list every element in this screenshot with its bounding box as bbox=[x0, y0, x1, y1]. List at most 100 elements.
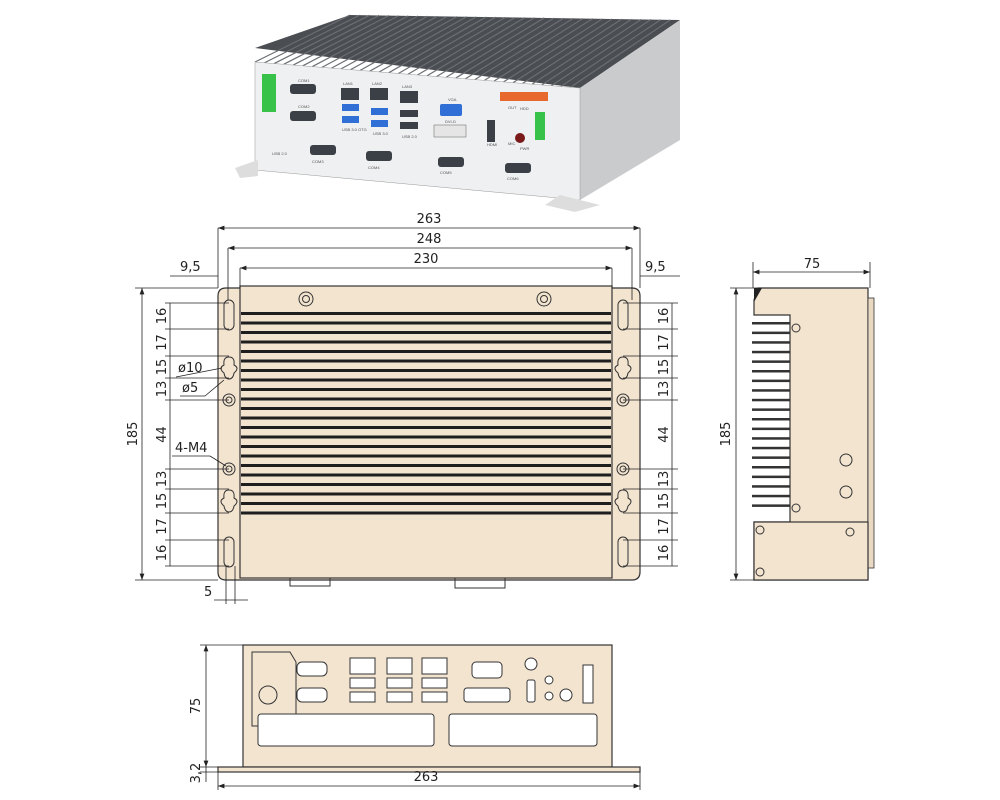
side-fin bbox=[752, 350, 790, 354]
fin bbox=[331, 15, 428, 69]
dim-hole-spacing: 16 bbox=[657, 545, 672, 562]
port-label: USB 3.0 bbox=[373, 131, 389, 136]
keyhole bbox=[614, 356, 632, 380]
side-fins bbox=[752, 322, 790, 507]
fin bbox=[241, 359, 611, 363]
side-fin bbox=[752, 446, 790, 450]
fin bbox=[241, 483, 611, 486]
lan2-port bbox=[370, 88, 388, 100]
side-fin bbox=[752, 494, 790, 498]
fin bbox=[241, 378, 611, 382]
fin bbox=[283, 14, 380, 65]
fin bbox=[512, 18, 613, 84]
side-fin bbox=[752, 408, 790, 411]
fin bbox=[241, 426, 611, 429]
fin bbox=[321, 15, 419, 68]
port-label: HDMI bbox=[487, 142, 497, 147]
dim-hole-spacing: 16 bbox=[155, 308, 170, 325]
vga-port bbox=[440, 104, 462, 116]
fin bbox=[464, 17, 564, 80]
usb-port bbox=[386, 691, 413, 703]
side-fin bbox=[752, 466, 790, 469]
lan3-port bbox=[421, 657, 448, 675]
port-label: USB 2.0 bbox=[402, 134, 418, 139]
fin bbox=[560, 19, 661, 87]
side-fin bbox=[752, 322, 790, 325]
dim-width-body: 230 bbox=[414, 252, 439, 267]
fin bbox=[241, 454, 611, 458]
connector-edge bbox=[289, 577, 331, 587]
port-label: USB 3.0 OTG bbox=[342, 127, 367, 132]
dim-hole-spacing: 13 bbox=[657, 471, 672, 488]
fin bbox=[503, 18, 603, 83]
expansion-cover-left bbox=[257, 713, 435, 747]
mount-slot bbox=[617, 299, 629, 331]
side-fin bbox=[752, 360, 790, 363]
dim-hole-spacing: 17 bbox=[657, 334, 672, 351]
chassis-body bbox=[239, 285, 613, 579]
fin bbox=[570, 19, 671, 88]
usb-port bbox=[349, 677, 376, 689]
usb3-port bbox=[342, 104, 359, 111]
fin bbox=[241, 416, 611, 420]
fin bbox=[350, 15, 448, 71]
port-label: LAN2 bbox=[372, 81, 383, 86]
dim-hole-spacing: 13 bbox=[155, 471, 170, 488]
fin bbox=[254, 14, 351, 63]
mount-flange-right bbox=[545, 195, 600, 212]
dim-front-width: 263 bbox=[414, 770, 439, 785]
fin bbox=[241, 321, 611, 325]
audio-out-jack bbox=[544, 675, 554, 685]
fin bbox=[302, 15, 399, 67]
dim-depth: 75 bbox=[804, 257, 821, 272]
fin bbox=[312, 15, 409, 68]
dim-hole-spacing: 44 bbox=[657, 426, 672, 443]
dim-hole-spacing: 13 bbox=[657, 381, 672, 398]
usb-port bbox=[349, 691, 376, 703]
com4-port bbox=[366, 151, 392, 161]
power-button bbox=[515, 133, 525, 143]
fin bbox=[241, 473, 611, 477]
usb2-port bbox=[400, 110, 418, 117]
side-fin bbox=[752, 418, 790, 421]
dim-hole-spacing: 44 bbox=[155, 426, 170, 443]
dim-hole-spacing: 15 bbox=[657, 493, 672, 510]
port-label: COM5 bbox=[440, 170, 452, 175]
expansion-cover-right bbox=[448, 713, 598, 747]
dvi-port bbox=[463, 687, 511, 703]
dim-side-height: 185 bbox=[719, 422, 734, 447]
dc-jack bbox=[258, 685, 278, 705]
mic-jack bbox=[544, 691, 554, 701]
dim-hole-spacing: 17 bbox=[155, 518, 170, 535]
fin bbox=[378, 16, 477, 73]
keyhole bbox=[614, 489, 632, 513]
side-fin bbox=[752, 370, 790, 373]
port-label: OUT bbox=[508, 105, 517, 110]
dim-hole-spacing: 15 bbox=[657, 359, 672, 376]
fin bbox=[531, 18, 632, 85]
port-label: MIC bbox=[508, 141, 515, 146]
lan3-port bbox=[400, 91, 418, 103]
fin bbox=[241, 397, 611, 401]
side-io-cover bbox=[753, 521, 869, 581]
com1-port bbox=[296, 661, 328, 677]
port-label: COM6 bbox=[507, 176, 519, 181]
dim-width-overall: 263 bbox=[417, 212, 442, 227]
dim-front-height: 75 bbox=[189, 698, 204, 715]
fin bbox=[407, 16, 506, 75]
side-fin bbox=[752, 389, 790, 392]
port-label: LAN3 bbox=[402, 84, 413, 89]
fin bbox=[241, 388, 611, 391]
fin bbox=[550, 19, 652, 87]
com1-port bbox=[290, 84, 316, 94]
fin bbox=[474, 17, 574, 81]
mount-slot bbox=[223, 299, 235, 331]
heatsink-fins bbox=[241, 312, 611, 515]
com6-port bbox=[505, 163, 531, 173]
fin bbox=[241, 464, 611, 467]
dim-hole-spacing: 16 bbox=[155, 545, 170, 562]
port-label: USB 2.0 bbox=[272, 151, 288, 156]
fin bbox=[445, 17, 545, 78]
screw-callout: 4-M4 bbox=[175, 441, 207, 456]
